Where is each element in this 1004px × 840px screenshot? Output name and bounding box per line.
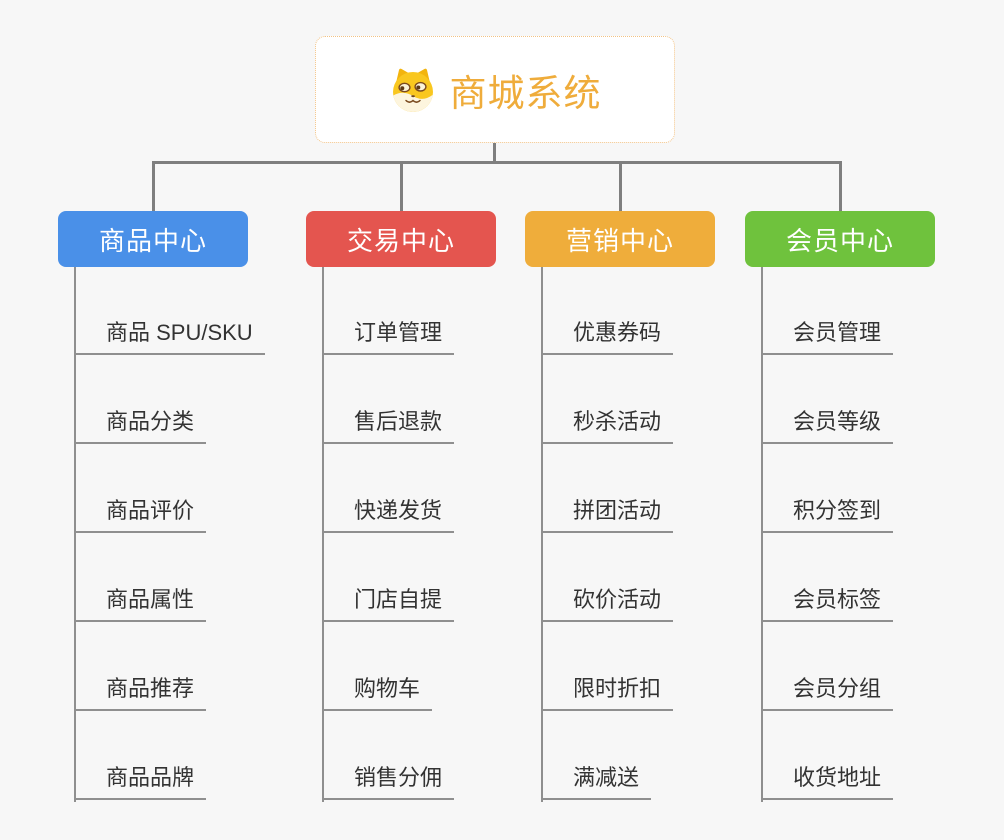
child-node[interactable]: 商品推荐 xyxy=(74,676,207,711)
branch-node[interactable]: 交易中心 xyxy=(306,211,496,267)
child-node[interactable]: 会员等级 xyxy=(761,409,894,444)
connector-horizontal-rail xyxy=(152,161,841,164)
child-node[interactable]: 收货地址 xyxy=(761,765,894,800)
child-node[interactable]: 商品属性 xyxy=(74,587,207,622)
child-node[interactable]: 销售分佣 xyxy=(322,765,455,800)
connector-root-stub xyxy=(493,141,496,163)
child-node[interactable]: 会员标签 xyxy=(761,587,894,622)
child-node[interactable]: 售后退款 xyxy=(322,409,455,444)
child-node[interactable]: 满减送 xyxy=(541,765,652,800)
child-node[interactable]: 砍价活动 xyxy=(541,587,674,622)
child-node[interactable]: 拼团活动 xyxy=(541,498,674,533)
connector-branch-trunk xyxy=(322,267,324,802)
dog-face-icon xyxy=(392,68,433,112)
connector-branch-trunk xyxy=(541,267,543,802)
connector-branch-drop xyxy=(838,161,842,211)
child-node[interactable]: 积分签到 xyxy=(761,498,894,533)
child-node[interactable]: 会员管理 xyxy=(761,320,894,355)
branch-node[interactable]: 商品中心 xyxy=(58,211,248,267)
child-node[interactable]: 商品评价 xyxy=(74,498,207,533)
child-node[interactable]: 商品品牌 xyxy=(74,765,207,800)
child-node[interactable]: 购物车 xyxy=(322,676,433,711)
child-node[interactable]: 限时折扣 xyxy=(541,676,674,711)
connector-branch-trunk xyxy=(761,267,763,802)
child-node[interactable]: 订单管理 xyxy=(322,320,455,355)
branch-node[interactable]: 会员中心 xyxy=(745,211,935,267)
root-node[interactable]: 商城系统 xyxy=(315,36,675,143)
root-title: 商城系统 xyxy=(449,72,602,114)
child-node[interactable]: 秒杀活动 xyxy=(541,409,674,444)
child-node[interactable]: 优惠券码 xyxy=(541,320,674,355)
child-node[interactable]: 快递发货 xyxy=(322,498,455,533)
child-node[interactable]: 门店自提 xyxy=(322,587,455,622)
connector-branch-drop xyxy=(399,161,403,211)
connector-branch-drop xyxy=(151,161,155,211)
branch-node[interactable]: 营销中心 xyxy=(525,211,715,267)
child-node[interactable]: 商品分类 xyxy=(74,409,207,444)
child-node[interactable]: 商品 SPU/SKU xyxy=(74,320,265,355)
connector-branch-drop xyxy=(618,161,622,211)
connector-branch-trunk xyxy=(74,267,76,802)
child-node[interactable]: 会员分组 xyxy=(761,676,894,711)
